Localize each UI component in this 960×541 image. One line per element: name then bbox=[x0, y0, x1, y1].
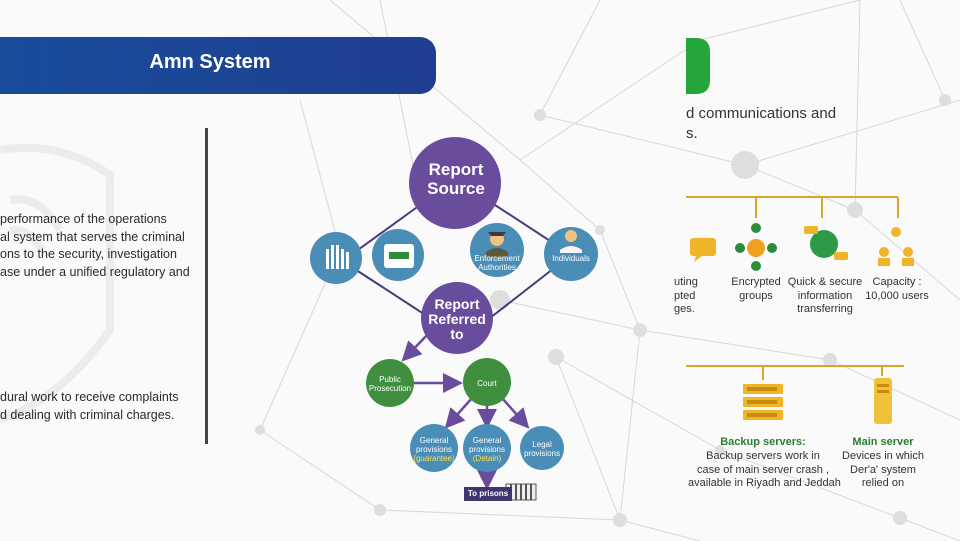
report-source-label: Report Source bbox=[427, 160, 485, 198]
globe-icon bbox=[810, 230, 838, 258]
chat-icon bbox=[690, 238, 716, 256]
court-node bbox=[463, 358, 511, 406]
individuals-label: Individuals bbox=[552, 254, 590, 263]
vertical-divider bbox=[205, 128, 208, 444]
right-panel-graphics bbox=[686, 38, 914, 424]
left-line: dural work to receive complaints bbox=[0, 390, 179, 404]
general-detain-node bbox=[463, 424, 511, 472]
left-line: d dealing with criminal charges. bbox=[0, 407, 175, 422]
general-guarantee-sub: (guarantee) bbox=[413, 454, 455, 463]
title-bar: Amn System bbox=[0, 37, 436, 94]
users-icon bbox=[891, 227, 901, 237]
main-server-title: Main server bbox=[852, 436, 914, 448]
report-source-node bbox=[409, 137, 501, 229]
left-paragraph-1: performance of the operations al system … bbox=[0, 211, 190, 281]
feature-label-1: uting pted ges. bbox=[674, 276, 698, 315]
public-prosecution-node bbox=[366, 359, 414, 407]
report-referred-label: Report Referred to bbox=[428, 296, 486, 342]
left-line: al system that serves the criminal bbox=[0, 229, 185, 244]
court-label: Court bbox=[477, 379, 497, 388]
main-server-icon bbox=[874, 378, 892, 424]
left-line: ase under a unified regulatory and bbox=[0, 264, 190, 279]
to-prisons-label: To prisons bbox=[464, 487, 512, 501]
enforcement-label: Enforcement Authorities bbox=[474, 254, 520, 272]
main-server-text: Devices in which Der'a' system relied on bbox=[842, 450, 924, 489]
left-line: ons to the security, investigation bbox=[0, 247, 177, 261]
general-detain-sub: (Detain) bbox=[472, 454, 502, 463]
individuals-node bbox=[544, 227, 598, 281]
feature-label-3: Quick & secure information transferring bbox=[787, 276, 863, 315]
legal-provisions-label: Legal provisions bbox=[523, 440, 560, 458]
left-line: performance of the operations bbox=[0, 212, 167, 226]
server-rack-icon bbox=[743, 384, 783, 420]
general-guarantee-node bbox=[410, 424, 458, 472]
feature-label-2: Encrypted groups bbox=[731, 276, 781, 302]
backup-servers-title: Backup servers: bbox=[720, 436, 806, 448]
right-panel: d communications and s. uting pted ges. … bbox=[674, 0, 960, 541]
general-detain-label: General provisions (Detain) bbox=[463, 436, 511, 463]
backup-servers-text: Backup servers work in case of main serv… bbox=[688, 450, 841, 489]
general-guarantee-label: General provisions (guarantee) bbox=[410, 436, 458, 463]
slide-title: Amn System bbox=[149, 51, 271, 73]
group-icon bbox=[747, 239, 765, 257]
public-prosecution-label: Public Prosecution bbox=[368, 375, 412, 393]
legal-provisions-node bbox=[520, 426, 564, 470]
left-paragraph-2: dural work to receive complaints d deali… bbox=[0, 389, 179, 424]
general-guarantee-text: General provisions bbox=[415, 436, 452, 454]
report-referred-node bbox=[421, 282, 493, 354]
person-icon bbox=[565, 230, 577, 242]
right-top-line-2: s. bbox=[686, 125, 698, 142]
general-detain-text: General provisions bbox=[468, 436, 505, 454]
green-tab bbox=[686, 38, 710, 94]
right-top-line-1: d communications and bbox=[686, 105, 837, 122]
feature-label-4: Capacity : 10,000 users bbox=[865, 276, 929, 302]
